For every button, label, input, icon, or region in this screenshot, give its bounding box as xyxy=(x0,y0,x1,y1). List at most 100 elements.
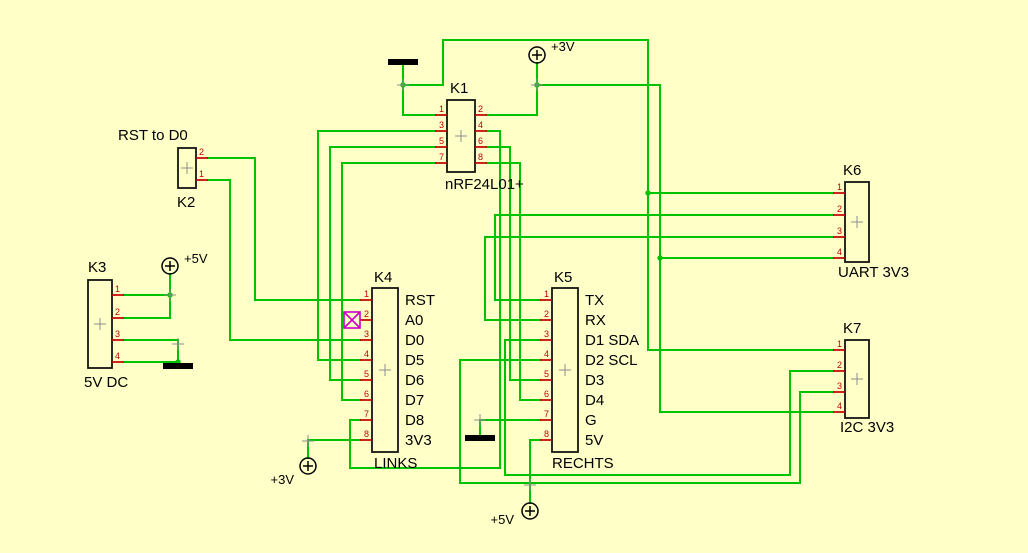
power-circle-icon xyxy=(299,457,317,475)
no-connect-marker-icon xyxy=(343,311,361,329)
power-label: +5V xyxy=(184,251,208,266)
wire-5v[interactable] xyxy=(529,439,541,504)
origin-cross-icon xyxy=(172,338,184,350)
power-symbol[interactable]: +5V xyxy=(161,251,208,275)
wire-gnd[interactable] xyxy=(479,419,541,437)
wire-rx[interactable] xyxy=(484,236,834,321)
ground-symbol-icon[interactable] xyxy=(163,363,193,369)
pin-number: 2 xyxy=(115,307,120,317)
pin-number: 5 xyxy=(364,369,369,379)
power-symbol[interactable]: +5V xyxy=(491,502,539,527)
pin-number: 7 xyxy=(544,409,549,419)
power-symbol[interactable]: +3V xyxy=(271,457,317,487)
wire-3v3[interactable] xyxy=(536,84,834,413)
pin-label: 3V3 xyxy=(405,432,432,449)
pin-label: RX xyxy=(585,312,606,329)
component-designator: K1 xyxy=(450,80,468,97)
pin-label: D1 SDA xyxy=(585,332,639,349)
wire-d8[interactable] xyxy=(349,130,501,469)
wire-tx[interactable] xyxy=(494,214,834,301)
pin-number: 4 xyxy=(115,351,120,361)
pin-label: D2 SCL xyxy=(585,352,638,369)
pin-label: D0 xyxy=(405,332,424,349)
pin-number: 1 xyxy=(837,339,842,349)
wire-scl[interactable] xyxy=(459,359,834,484)
wire-3v3[interactable] xyxy=(307,439,361,459)
ground-symbol-icon[interactable] xyxy=(465,435,495,441)
wire-gnd[interactable] xyxy=(647,192,834,351)
component-body-K7[interactable] xyxy=(844,339,870,419)
pin-number: 5 xyxy=(544,369,549,379)
pin-number: 8 xyxy=(364,429,369,439)
pin-number: 1 xyxy=(439,104,444,114)
wire-gnd[interactable] xyxy=(123,339,179,365)
pin-number: 3 xyxy=(439,120,444,130)
wire-d6[interactable] xyxy=(329,146,436,381)
origin-cross-icon xyxy=(524,479,536,491)
pin-number: 4 xyxy=(544,349,549,359)
wire-d4[interactable] xyxy=(486,162,541,401)
wire-sda[interactable] xyxy=(504,339,834,476)
pin-number: 4 xyxy=(837,401,842,411)
pin-number: 2 xyxy=(199,147,204,157)
component-body-K3[interactable] xyxy=(87,279,113,369)
power-symbol[interactable]: +3V xyxy=(528,39,575,64)
pin-number: 3 xyxy=(544,329,549,339)
origin-cross-icon xyxy=(164,289,176,301)
pin-number: 3 xyxy=(837,226,842,236)
wire-d5[interactable] xyxy=(317,130,436,361)
pin-label: D8 xyxy=(405,412,424,429)
wire-5v[interactable] xyxy=(123,294,171,319)
pin-number: 7 xyxy=(439,152,444,162)
pin-number: 1 xyxy=(837,182,842,192)
pin-number: 3 xyxy=(364,329,369,339)
power-circle-icon xyxy=(521,502,539,520)
pin-label: G xyxy=(585,412,597,429)
power-label: +3V xyxy=(271,472,295,487)
component-name: nRF24L01+ xyxy=(445,176,524,193)
component-name: UART 3V3 xyxy=(838,264,909,281)
pin-label: D5 xyxy=(405,352,424,369)
wire-rst[interactable] xyxy=(207,157,361,301)
pin-number: 7 xyxy=(364,409,369,419)
component-body-K2[interactable] xyxy=(177,147,197,189)
pin-number: 2 xyxy=(837,204,842,214)
pin-number: 6 xyxy=(364,389,369,399)
pin-number: 4 xyxy=(478,120,483,130)
wire-3v3[interactable] xyxy=(486,62,538,116)
component-body-K6[interactable] xyxy=(844,181,870,263)
ground-symbol-icon[interactable] xyxy=(388,59,418,65)
wire-gnd[interactable] xyxy=(402,84,436,116)
no-connect-box xyxy=(343,311,361,329)
origin-cross-icon xyxy=(379,364,391,376)
pin-label: D4 xyxy=(585,392,604,409)
pin-number: 4 xyxy=(837,247,842,257)
pin-number: 4 xyxy=(364,349,369,359)
component-designator: K4 xyxy=(374,269,392,286)
component-body-K5[interactable] xyxy=(551,287,579,453)
wire-d7[interactable] xyxy=(341,162,436,401)
pin-number: 2 xyxy=(364,309,369,319)
wire-d0[interactable] xyxy=(207,179,361,341)
wire-gnd[interactable] xyxy=(402,39,834,194)
pin-label: D6 xyxy=(405,372,424,389)
component-body-K4[interactable] xyxy=(371,287,399,453)
junction-dot xyxy=(657,255,663,261)
wire-d3[interactable] xyxy=(486,146,541,381)
pin-label: A0 xyxy=(405,312,423,329)
component-body-K1[interactable] xyxy=(446,99,476,173)
origin-cross-icon xyxy=(302,435,314,447)
component-designator: K7 xyxy=(843,320,861,337)
power-circle-icon xyxy=(528,46,546,64)
pin-number: 6 xyxy=(544,389,549,399)
origin-cross-icon xyxy=(851,216,863,228)
